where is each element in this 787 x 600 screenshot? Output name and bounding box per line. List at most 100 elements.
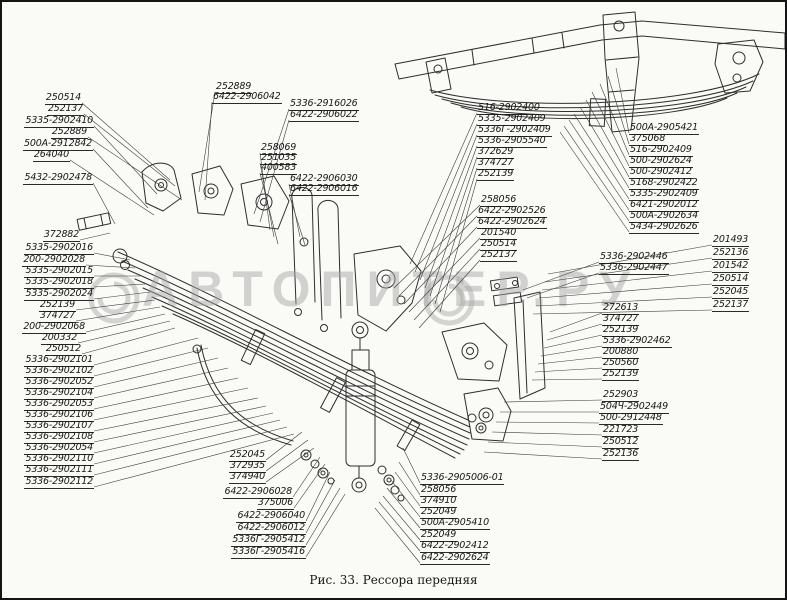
part-number-label: 5336-2902447 bbox=[599, 262, 669, 275]
center-bracket bbox=[353, 245, 422, 332]
leader-line bbox=[390, 479, 421, 518]
leader-line bbox=[259, 119, 290, 223]
leader-line bbox=[549, 312, 603, 333]
leader-line bbox=[402, 447, 421, 484]
part-number-label: 200-2902028 bbox=[22, 254, 86, 267]
shock-absorber bbox=[345, 321, 376, 493]
leader-line bbox=[81, 102, 171, 181]
part-number-label: 5336-2902101 bbox=[24, 354, 94, 367]
spring-hanger-post bbox=[602, 11, 640, 133]
part-number-label: 5336Г-2905416 bbox=[231, 546, 306, 559]
shackle-plates bbox=[489, 276, 523, 307]
part-number-label: 400583 bbox=[260, 162, 298, 175]
leader-line bbox=[93, 252, 131, 261]
leader-line bbox=[87, 136, 183, 201]
part-number-label: 372882 bbox=[42, 229, 80, 242]
leader-line bbox=[418, 259, 481, 329]
part-number-label: 504Ч-2902449 bbox=[599, 401, 669, 414]
leader-line bbox=[93, 347, 209, 377]
u-bolts bbox=[291, 186, 342, 332]
leader-line bbox=[259, 152, 271, 231]
leader-line bbox=[495, 421, 600, 424]
part-number-label: 5335-2902018 bbox=[24, 276, 94, 289]
part-number-label: 6422-2902526 bbox=[477, 205, 547, 218]
leader-line bbox=[573, 113, 630, 200]
leader-line bbox=[503, 399, 603, 403]
part-number-label: 252136 bbox=[602, 448, 640, 461]
leader-line bbox=[429, 156, 478, 297]
part-number-label: 5336-2902104 bbox=[24, 387, 94, 400]
leaf-spring-stack bbox=[112, 248, 471, 459]
leader-line bbox=[288, 193, 306, 246]
part-number-label: 516-2902409 bbox=[629, 144, 693, 157]
part-number-label: 5336-2905006-01 bbox=[420, 472, 505, 485]
part-number-label: 200880 bbox=[602, 346, 640, 359]
leader-line bbox=[305, 487, 341, 546]
part-number-label: 516-2902400 bbox=[477, 102, 541, 115]
part-number-label: 374910 bbox=[420, 495, 458, 508]
rear-spring-bracket bbox=[714, 39, 764, 94]
leader-line bbox=[93, 377, 239, 410]
leader-line bbox=[77, 320, 171, 344]
leader-line bbox=[292, 456, 321, 498]
leader-line bbox=[547, 244, 713, 275]
part-number-label: 258056 bbox=[420, 484, 458, 497]
leader-line bbox=[559, 131, 630, 233]
figure-caption: Рис. 33. Рессора передняя bbox=[309, 573, 478, 587]
spring-pin bbox=[76, 212, 112, 231]
part-number-label: 374727 bbox=[38, 310, 76, 323]
part-number-label: 252136 bbox=[712, 247, 750, 260]
part-number-label: 6422-2906030 bbox=[289, 173, 359, 186]
leader-line bbox=[93, 357, 219, 388]
part-number-label: 6422-2906022 bbox=[289, 109, 359, 122]
leader-line bbox=[546, 323, 603, 341]
leader-line bbox=[85, 264, 136, 269]
part-number-label: 5336-2902106 bbox=[24, 409, 94, 422]
leader-line bbox=[568, 119, 630, 211]
part-number-label: 5336-2902052 bbox=[24, 376, 94, 389]
leader-line bbox=[439, 178, 478, 313]
part-number-label: 372935 bbox=[228, 460, 266, 473]
leader-line bbox=[599, 83, 630, 156]
leader-line bbox=[538, 283, 713, 299]
leader-line bbox=[393, 204, 481, 289]
part-number-label: 5336-2902107 bbox=[24, 420, 94, 433]
leader-line bbox=[93, 125, 158, 195]
part-number-label: 5336-2902108 bbox=[24, 431, 94, 444]
part-number-label: 5336-2902053 bbox=[24, 398, 94, 411]
part-number-label: 250514 bbox=[44, 92, 82, 105]
leader-line bbox=[607, 75, 630, 145]
part-number-label: 252139 bbox=[477, 168, 515, 181]
leader-line bbox=[93, 397, 259, 432]
part-number-label: 5335-2902410 bbox=[24, 115, 94, 128]
part-number-label: 5336Г-2902409 bbox=[477, 124, 552, 137]
leader-line bbox=[487, 441, 603, 448]
part-number-label: 5336-2902446 bbox=[599, 251, 669, 264]
part-number-label: 500-2902624 bbox=[629, 155, 693, 168]
part-number-label: 252045 bbox=[712, 286, 750, 299]
part-number-label: 258056 bbox=[480, 194, 518, 207]
leader-line bbox=[544, 257, 713, 283]
leader-line bbox=[288, 183, 301, 238]
part-number-label: 500-2912448 bbox=[599, 412, 663, 425]
leader-line bbox=[537, 356, 603, 365]
part-number-label: 375068 bbox=[629, 133, 667, 146]
part-number-label: 375006 bbox=[256, 497, 294, 510]
part-number-label: 374940 bbox=[228, 471, 266, 484]
leader-line bbox=[204, 101, 213, 201]
front-shackle bbox=[425, 57, 452, 94]
part-number-label: 5335-2902409 bbox=[629, 188, 699, 201]
leader-line bbox=[93, 426, 288, 476]
leader-line bbox=[305, 493, 346, 558]
part-number-label: 250512 bbox=[44, 343, 82, 356]
front-bracket-parts bbox=[141, 162, 290, 230]
part-number-label: 500A-2912842 bbox=[23, 138, 93, 151]
rear-bracket-parts bbox=[441, 291, 546, 442]
part-number-label: 252049 bbox=[420, 529, 458, 542]
leader-line bbox=[93, 337, 199, 366]
leader-line bbox=[543, 334, 603, 349]
leader-line bbox=[414, 123, 478, 273]
